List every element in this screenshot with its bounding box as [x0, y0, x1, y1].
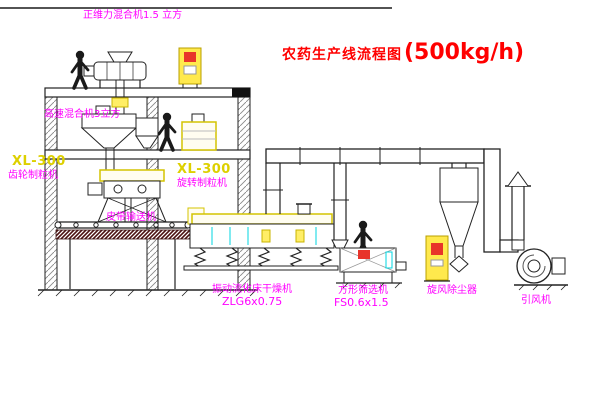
- worker-figure: [157, 112, 177, 152]
- title-text: 农药生产线流程图: [282, 47, 402, 63]
- granulator: [87, 169, 167, 223]
- fluid-bed-dryer: [183, 203, 339, 271]
- high-speed-mixer: [80, 105, 159, 170]
- exhaust-duct: [263, 147, 519, 253]
- label-belt-conveyor: 皮带输送机: [106, 212, 156, 223]
- label-dryer-model: ZLG6x0.75: [222, 295, 283, 308]
- label-dryer-name: 振动流化床干燥机: [212, 284, 292, 295]
- control-panel-cyclone: [424, 235, 450, 282]
- top-mixer: [83, 51, 147, 115]
- label-granulator-left-model: XL-300: [12, 154, 66, 169]
- label-top-mixer: 正维力混合机1.5 立方: [83, 10, 183, 21]
- induced-draft-fan: [511, 239, 568, 291]
- diagram-title: 农药生产线流程图 (500kg/h): [282, 40, 524, 65]
- label-sieve-model: FS0.6x1.5: [334, 296, 389, 309]
- title-capacity: (500kg/h): [404, 40, 525, 65]
- label-high-speed-mixer: 高速混合机3立方: [44, 109, 121, 120]
- label-granulator-mid-name: 旋转制粒机: [177, 178, 227, 189]
- square-sieve: [331, 239, 407, 289]
- label-granulator-left-name: 齿轮制粒机: [8, 170, 58, 181]
- label-sieve-name: 方形筛选机: [338, 285, 388, 296]
- cyclone-separator: [439, 167, 479, 273]
- worker-figure: [70, 50, 90, 90]
- label-cyclone: 旋风除尘器: [427, 285, 477, 296]
- label-granulator-mid-model: XL-300: [177, 162, 231, 177]
- label-fan: 引风机: [521, 295, 551, 306]
- floor-cabinet: [181, 113, 217, 151]
- belt-conveyor: [54, 221, 192, 289]
- control-panel-top: [178, 47, 202, 88]
- exhaust-stack: [505, 171, 531, 240]
